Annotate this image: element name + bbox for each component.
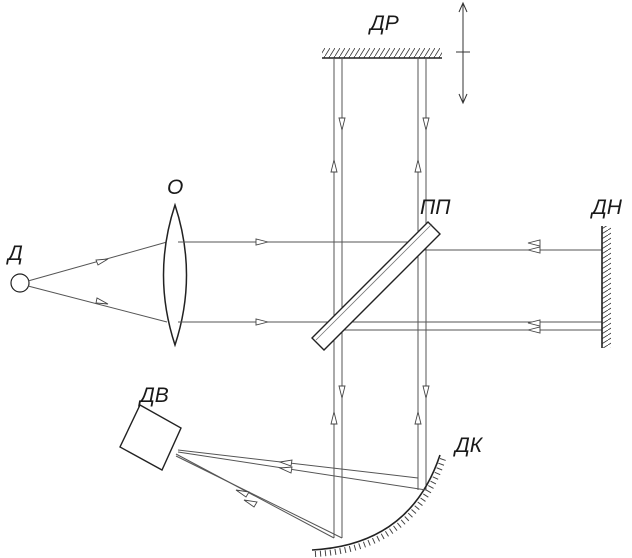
parallel-beams: [178, 238, 423, 326]
source-rays: [27, 241, 168, 323]
arm-fixed-mirror: [330, 239, 602, 334]
movement-arrow: [456, 1, 470, 105]
vertical-beams: [330, 58, 430, 538]
fixed-mirror-dn: [601, 226, 611, 348]
source: [10, 273, 30, 293]
label-detector: ДВ: [138, 384, 169, 407]
label-beam-splitter: ПП: [420, 196, 451, 219]
concave-mirror-dk: [311, 454, 446, 557]
reference-mirror-dr: [322, 48, 442, 59]
label-lens: О: [167, 176, 183, 199]
detector-dv: [119, 404, 182, 471]
label-concave-mirror: ДК: [453, 434, 484, 457]
label-source: Д: [6, 242, 23, 265]
beam-splitter-pp: [311, 221, 441, 351]
lens-o: [162, 202, 188, 348]
source-circle: [10, 273, 30, 293]
detector-rays: [175, 449, 427, 539]
label-reference-mirror: ДР: [368, 12, 399, 35]
label-fixed-mirror: ДН: [590, 196, 623, 219]
